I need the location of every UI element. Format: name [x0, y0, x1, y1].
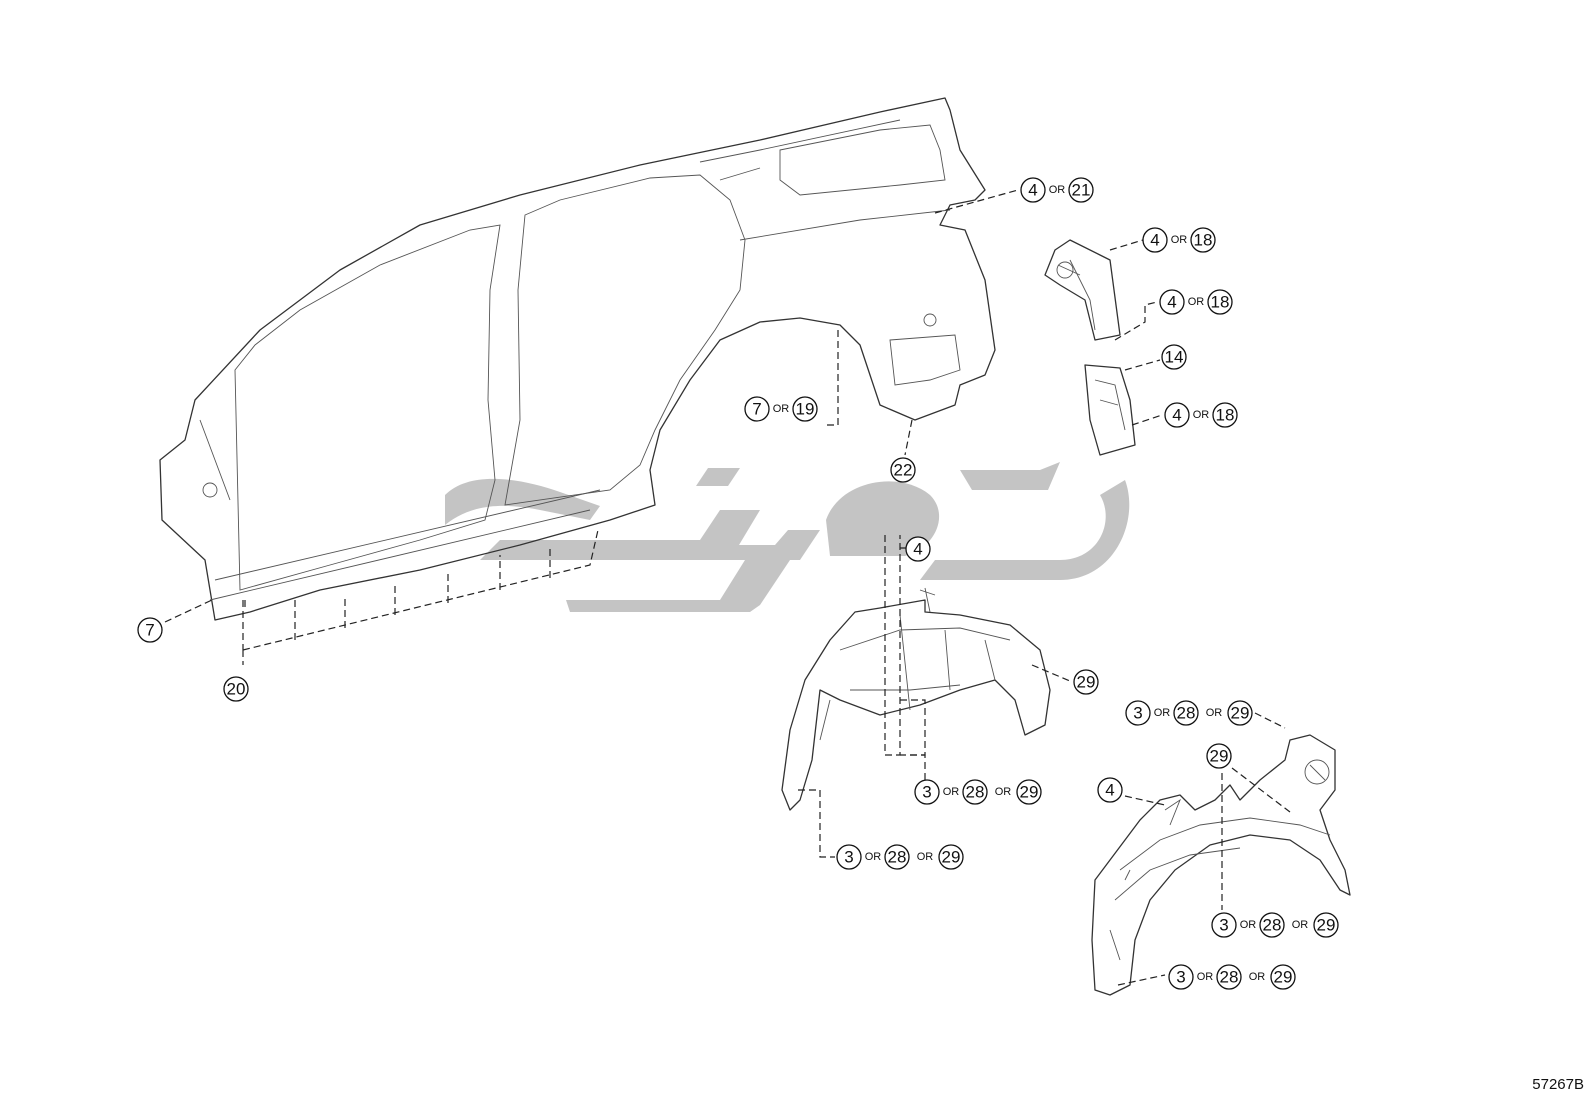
callout-14: 14 — [1161, 344, 1187, 370]
svg-text:29: 29 — [942, 848, 961, 867]
svg-text:OR: OR — [1188, 296, 1205, 308]
svg-text:OR: OR — [1197, 971, 1214, 983]
svg-text:21: 21 — [1072, 181, 1091, 200]
svg-text:OR: OR — [1154, 707, 1171, 719]
svg-text:3: 3 — [1219, 916, 1228, 935]
svg-text:4: 4 — [1172, 406, 1181, 425]
svg-text:OR: OR — [995, 786, 1012, 798]
svg-text:OR: OR — [1206, 707, 1223, 719]
svg-text:20: 20 — [227, 680, 246, 699]
callout-22: 22 — [890, 457, 916, 483]
svg-text:OR: OR — [1193, 409, 1210, 421]
callout-3-or-28-or-29-top-right: 3 OR 28 OR 29 — [1125, 700, 1253, 726]
svg-text:OR: OR — [773, 403, 790, 415]
svg-text:7: 7 — [752, 400, 761, 419]
callout-4-or-18-middle: 4 OR 18 — [1159, 289, 1233, 315]
svg-text:3: 3 — [1133, 704, 1142, 723]
callout-4-or-21: 4 OR 21 — [1020, 177, 1094, 203]
svg-text:14: 14 — [1165, 348, 1184, 367]
leader-lines — [164, 189, 1291, 986]
callout-7-or-19: 7 OR 19 — [744, 396, 818, 422]
svg-text:OR: OR — [917, 851, 934, 863]
callout-3-or-28-or-29-inner-left: 3 OR 28 OR 29 — [836, 844, 964, 870]
svg-text:28: 28 — [966, 783, 985, 802]
body-side-outer-panel — [159, 97, 996, 621]
svg-text:22: 22 — [894, 461, 913, 480]
callout-4-or-18-bottom: 4 OR 18 — [1164, 402, 1238, 428]
svg-text:4: 4 — [1028, 181, 1037, 200]
svg-text:3: 3 — [844, 848, 853, 867]
svg-text:29: 29 — [1274, 968, 1293, 987]
svg-text:28: 28 — [888, 848, 907, 867]
svg-text:18: 18 — [1216, 406, 1235, 425]
svg-text:29: 29 — [1020, 783, 1039, 802]
svg-text:28: 28 — [1220, 968, 1239, 987]
watermark-logo — [445, 462, 1130, 612]
callout-3-or-28-or-29-outer-bottom: 3 OR 28 OR 29 — [1168, 964, 1296, 990]
callout-20: 20 — [223, 676, 249, 702]
svg-text:29: 29 — [1077, 673, 1096, 692]
svg-text:29: 29 — [1231, 704, 1250, 723]
svg-text:4: 4 — [1167, 293, 1176, 312]
svg-text:OR: OR — [865, 851, 882, 863]
svg-text:29: 29 — [1317, 916, 1336, 935]
svg-text:OR: OR — [1240, 919, 1257, 931]
svg-text:OR: OR — [1171, 234, 1188, 246]
wheel-house-outer — [1091, 734, 1351, 996]
callout-3-or-28-or-29-inner-bottom: 3 OR 28 OR 29 — [914, 779, 1042, 805]
svg-text:4: 4 — [1150, 231, 1159, 250]
svg-text:OR: OR — [943, 786, 960, 798]
diagram-code: 57267B — [1532, 1076, 1584, 1093]
svg-text:3: 3 — [1176, 968, 1185, 987]
svg-text:18: 18 — [1194, 231, 1213, 250]
svg-text:28: 28 — [1263, 916, 1282, 935]
svg-text:3: 3 — [922, 783, 931, 802]
callout-4-center: 4 — [905, 536, 931, 562]
callout-4-outer: 4 — [1097, 777, 1123, 803]
svg-text:OR: OR — [1249, 971, 1266, 983]
svg-text:OR: OR — [1049, 184, 1066, 196]
svg-text:4: 4 — [913, 540, 922, 559]
callout-4-or-18-top: 4 OR 18 — [1142, 227, 1216, 253]
callout-29-outer: 29 — [1206, 743, 1232, 769]
svg-text:OR: OR — [1292, 919, 1309, 931]
svg-text:29: 29 — [1210, 747, 1229, 766]
callout-7: 7 — [137, 617, 163, 643]
upper-rear-bracket — [1044, 239, 1121, 341]
lower-rear-bracket — [1084, 364, 1136, 456]
svg-text:18: 18 — [1211, 293, 1230, 312]
wheel-house-inner — [781, 587, 1051, 811]
callout-3-or-28-or-29-outer-middle: 3 OR 28 OR 29 — [1211, 912, 1339, 938]
svg-text:7: 7 — [145, 621, 154, 640]
svg-text:4: 4 — [1105, 781, 1114, 800]
callout-29-inner: 29 — [1073, 669, 1099, 695]
svg-text:28: 28 — [1177, 704, 1196, 723]
svg-text:19: 19 — [796, 400, 815, 419]
